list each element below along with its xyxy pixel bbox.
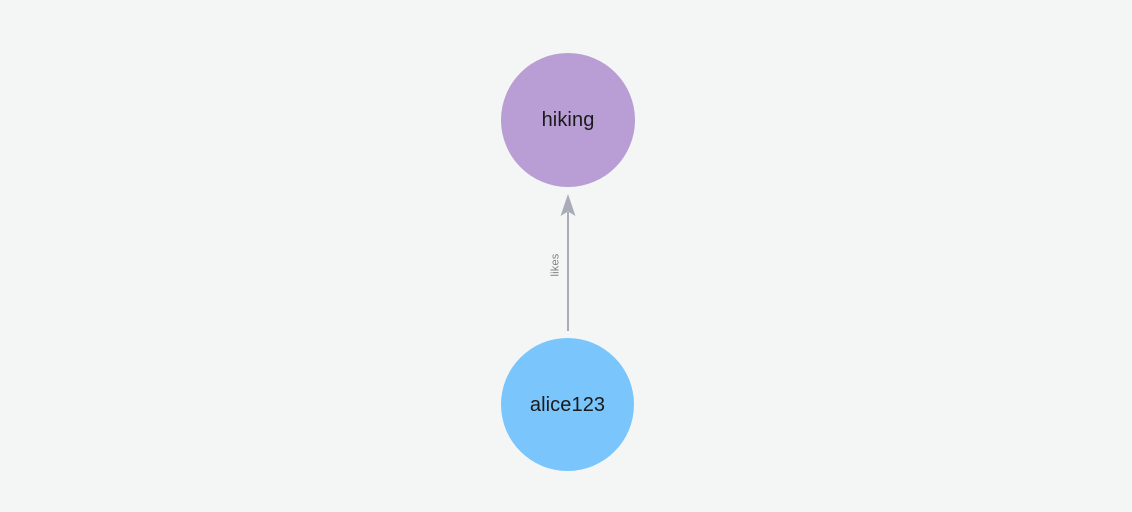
graph-node-label: alice123 <box>529 393 606 416</box>
edge-arrowhead-icon <box>560 194 576 216</box>
graph-node-hiking[interactable]: hiking <box>501 53 635 187</box>
graph-node-label: hiking <box>541 109 595 131</box>
edge-alice123-likes-hiking[interactable] <box>560 194 576 331</box>
graph-node-alice123[interactable]: alice123 <box>501 338 634 471</box>
edge-label-likes: likes <box>549 253 562 277</box>
